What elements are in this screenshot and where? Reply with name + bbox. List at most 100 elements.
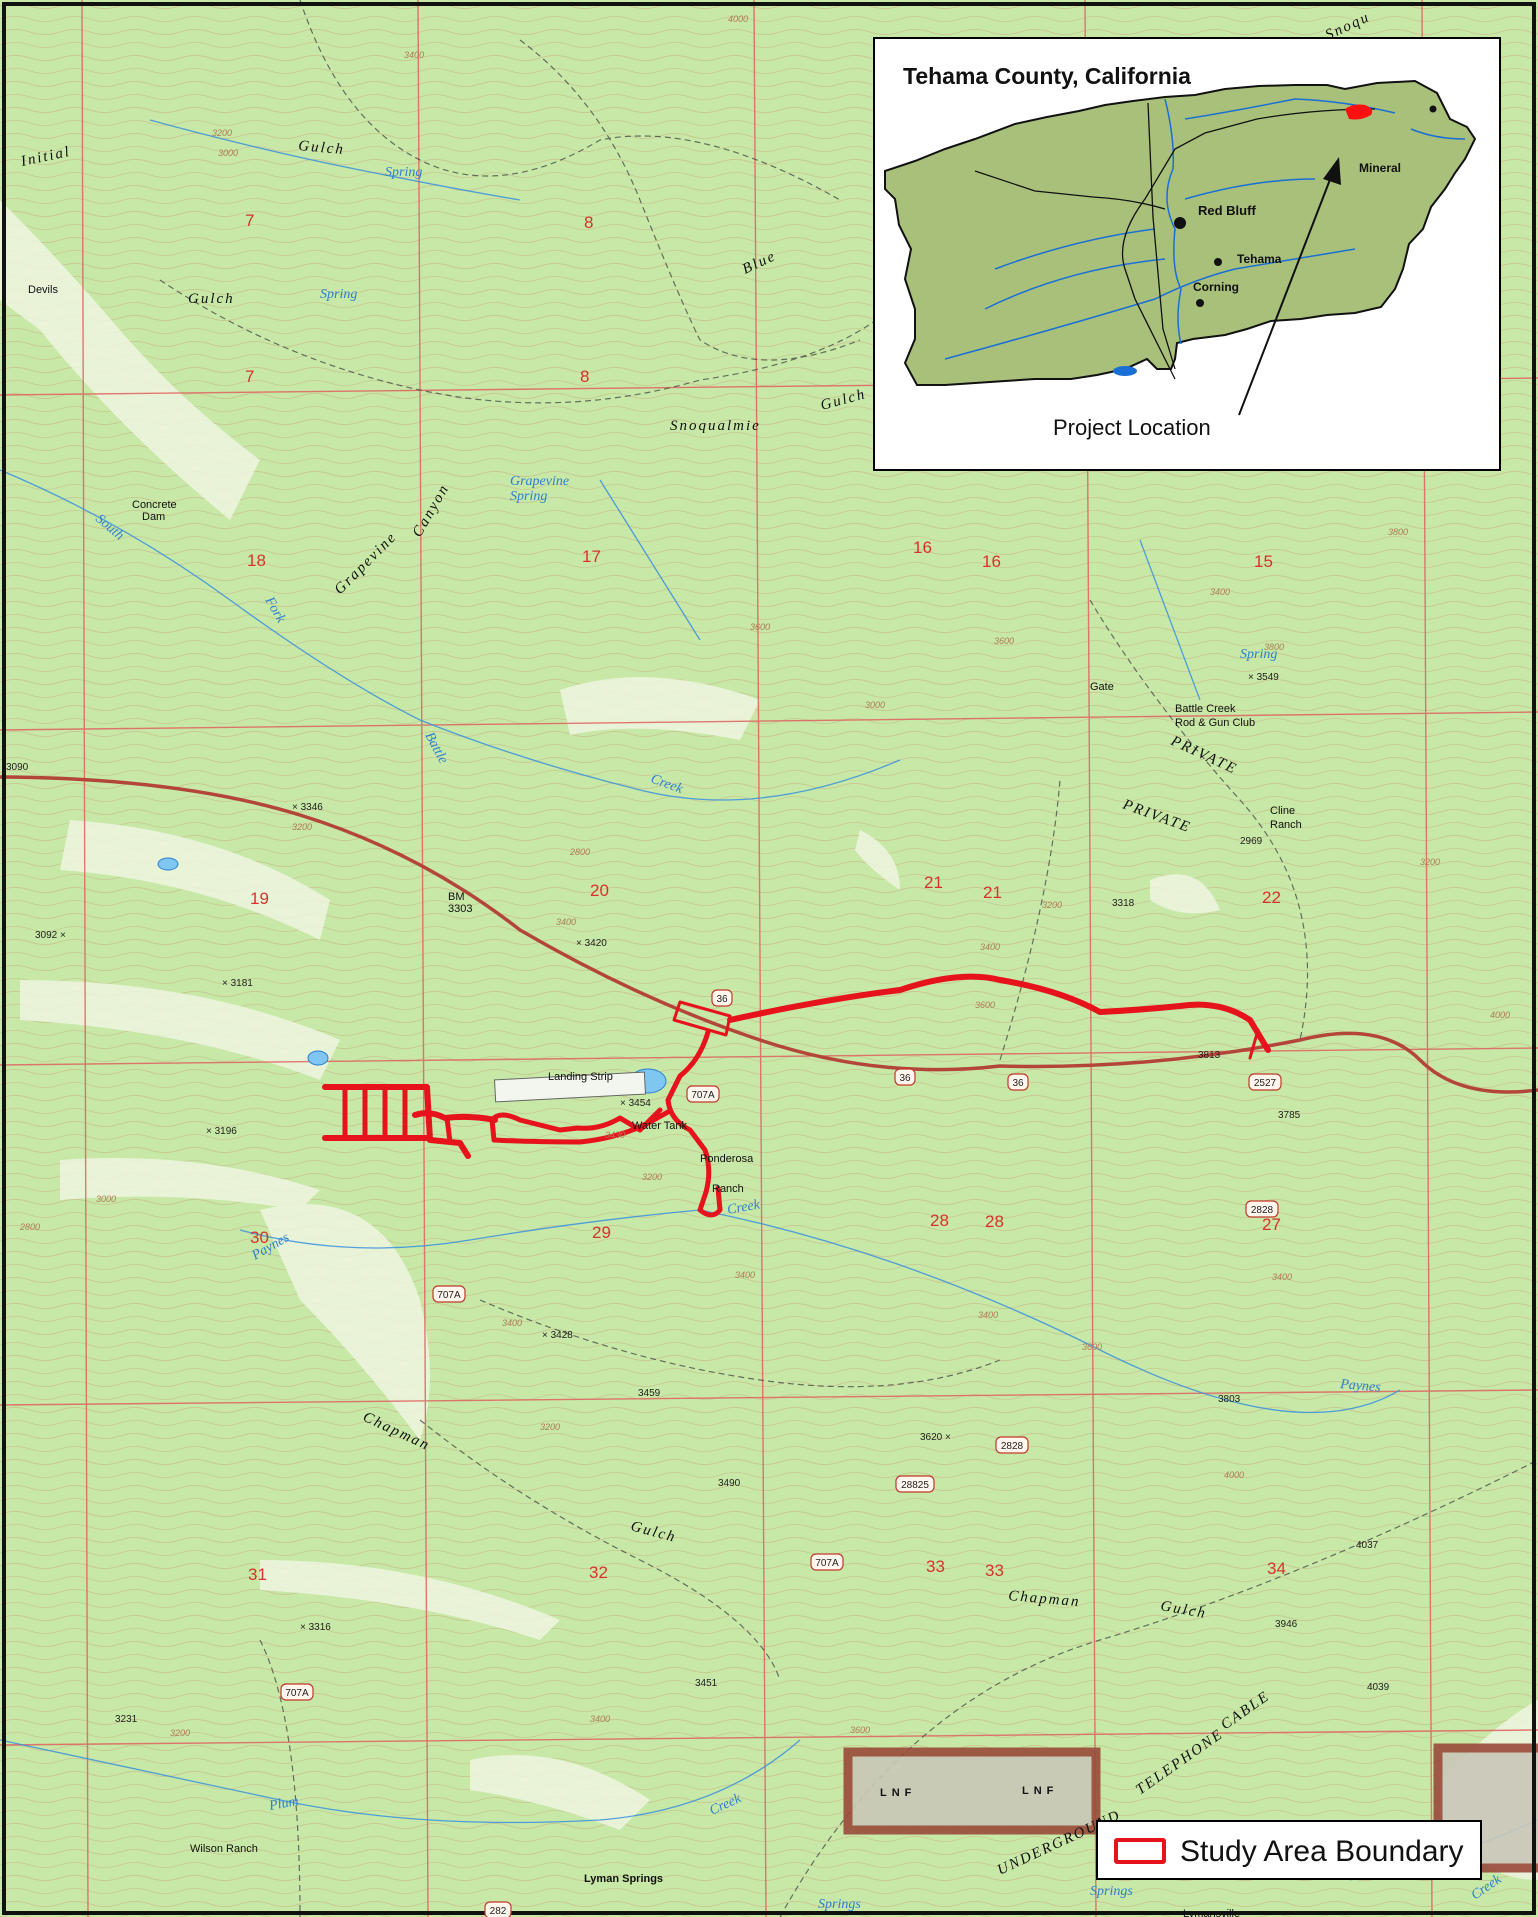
inset-roads [974, 102, 1376, 380]
contour-label: 3000 [218, 148, 238, 158]
contour-label: 3600 [994, 636, 1014, 646]
section-number: 28 [985, 1212, 1004, 1231]
feature-label: Gulch [1159, 1598, 1208, 1622]
section-number: 33 [926, 1557, 945, 1576]
road-shield [686, 1085, 720, 1103]
contour-label: 3400 [590, 1714, 610, 1724]
contour-label: 2800 [569, 847, 590, 857]
section-number: 20 [590, 881, 609, 900]
section-number: 34 [1267, 1559, 1286, 1578]
inset-caption: Project Location [1053, 415, 1211, 440]
road-shield [484, 1901, 512, 1917]
feature-label: Chapman [1008, 1588, 1081, 1610]
spot-elevation: × 3181 [222, 978, 253, 989]
spot-elevation: 2969 [1240, 836, 1263, 847]
section-number: 33 [985, 1561, 1004, 1580]
road-shield [1245, 1200, 1279, 1218]
road-shield-label: 36 [716, 994, 728, 1005]
road-shield [1007, 1073, 1029, 1091]
feature-label: Gulch [188, 291, 235, 307]
city-red-bluff: Red Bluff [1198, 203, 1256, 218]
landing-strip [494, 1071, 646, 1103]
city-corning: Corning [1193, 280, 1239, 294]
contour-label: 3400 [404, 50, 424, 60]
road-shield [995, 1436, 1029, 1454]
inset-location-map: Tehama County, California Red Bluff T [873, 37, 1501, 471]
streams [0, 119, 1538, 1881]
road-shield [432, 1285, 466, 1303]
contour-label: 3200 [642, 1172, 662, 1182]
section-number: 7 [245, 211, 254, 230]
spot-elevation: 3451 [695, 1678, 718, 1689]
spot-elevation: 3490 [718, 1478, 741, 1489]
legend: Study Area Boundary [1096, 1820, 1482, 1880]
contour-label: 3400 [735, 1270, 755, 1280]
place-label: Landing Strip [548, 1071, 613, 1083]
place-label: Wilson Ranch [190, 1843, 258, 1855]
section-number: 28 [930, 1211, 949, 1230]
water-label: Paynes [1339, 1377, 1382, 1396]
contour-label: 3400 [556, 917, 576, 927]
inset-lake [1113, 366, 1137, 376]
contour-label: 3430 [605, 1130, 625, 1140]
project-location-marker [1345, 104, 1373, 120]
place-label: Cline [1270, 805, 1295, 817]
section-number: 22 [1262, 888, 1281, 907]
contour-label: 3400 [980, 942, 1000, 952]
road-shield-label: 2828 [1001, 1441, 1024, 1452]
inset-city-dots [1174, 105, 1437, 307]
road-shield [1248, 1073, 1282, 1091]
place-label-bold: Lyman Springs [584, 1873, 663, 1885]
spot-elevation: × 3346 [292, 802, 323, 813]
road-shield-label: 28825 [901, 1480, 929, 1491]
contour-label: 3600 [1082, 1342, 1102, 1352]
contour-label: 3400 [1210, 587, 1230, 597]
road-shield-label: 2828 [1251, 1205, 1274, 1216]
contour-label: 3400 [502, 1318, 522, 1328]
road-shield [895, 1475, 935, 1493]
section-number: 15 [1254, 552, 1273, 571]
spot-elevation: 3813 [1198, 1050, 1221, 1061]
spot-elevation: × 3316 [300, 1622, 331, 1633]
contour-label: 4000 [1224, 1470, 1244, 1480]
contour-label: 3400 [1272, 1272, 1292, 1282]
section-number: 19 [250, 889, 269, 908]
road-shield-label: 2527 [1254, 1078, 1277, 1089]
contour-label: 3800 [1264, 642, 1284, 652]
tehama-county-shape [884, 79, 1477, 386]
feature-label: Snoqualmie [670, 418, 761, 434]
contour-label: 3600 [850, 1725, 870, 1735]
trails [159, 0, 1538, 1917]
section-number: 16 [913, 538, 932, 557]
contour-label: 3200 [292, 822, 312, 832]
section-number: 16 [982, 552, 1001, 571]
section-number: 17 [582, 547, 601, 566]
section-number: 31 [248, 1565, 267, 1584]
water-label: Grapevine [510, 474, 569, 489]
place-label: Devils [28, 284, 58, 296]
contour-label: 3400 [978, 1310, 998, 1320]
road-shield-label: 36 [1012, 1078, 1024, 1089]
road-shield-label: 707A [815, 1558, 839, 1569]
road-shield-label: 282 [490, 1906, 507, 1917]
spot-elevation: × 3420 [576, 938, 607, 949]
water-label: Creek [726, 1197, 762, 1218]
spot-elevation: 3231 [115, 1714, 138, 1725]
contour-label: 3600 [750, 622, 770, 632]
water-label: Spring [1240, 647, 1277, 662]
road-shield-label: 36 [899, 1073, 911, 1084]
water-label: Springs [818, 1897, 861, 1912]
place-label: Dam [142, 511, 165, 523]
spot-elevation: 4039 [1367, 1682, 1390, 1693]
contour-label: 3800 [1388, 527, 1408, 537]
road-shield [810, 1553, 844, 1571]
place-label: 3303 [448, 903, 472, 915]
section-number: 8 [584, 213, 593, 232]
place-label: Gate [1090, 681, 1114, 693]
contour-label: 3200 [540, 1422, 560, 1432]
leader-line [1238, 176, 1332, 416]
spot-elevation: 3620 × [920, 1432, 951, 1443]
section-number: 32 [589, 1563, 608, 1582]
study-area-boundary [322, 973, 1271, 1218]
spot-elevation: 3803 [1218, 1394, 1241, 1405]
